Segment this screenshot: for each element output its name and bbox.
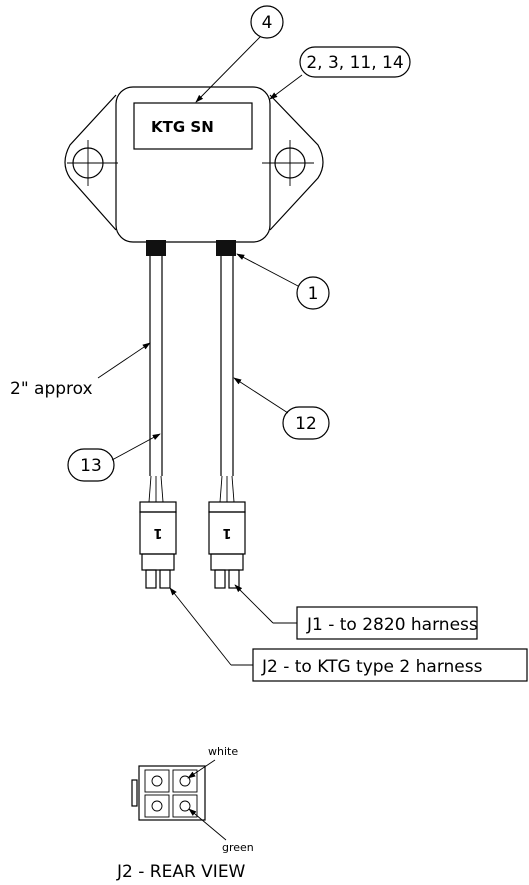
connector-j2-pin-mark: 1 <box>153 525 162 540</box>
cable-left <box>148 256 164 503</box>
serial-label-box <box>133 102 253 150</box>
connector-j1: 1 <box>208 501 246 589</box>
rear-view-title: J2 - REAR VIEW <box>116 862 246 882</box>
j2-label: J2 - to KTG type 2 harness <box>261 657 483 677</box>
mount-hole-left <box>67 140 118 186</box>
rear-view-pin-grid <box>144 769 198 818</box>
connector-j1-pin-mark: 1 <box>222 525 231 540</box>
mounting-flange-left <box>64 94 117 231</box>
grommet-right <box>216 240 236 256</box>
callout-12: 12 <box>233 377 330 440</box>
svg-text:2" approx: 2" approx <box>10 379 93 399</box>
mount-hole-right <box>262 140 314 186</box>
wire-color-white: white <box>208 745 238 758</box>
connector-j2: 1 <box>139 501 177 589</box>
callout-4: 4 <box>195 5 284 103</box>
callout-2-3-11-14: 2, 3, 11, 14 <box>269 46 411 100</box>
svg-text:13: 13 <box>80 456 102 476</box>
j1-label: J1 - to 2820 harness <box>306 615 478 635</box>
svg-text:4: 4 <box>262 13 273 33</box>
mounting-flange-right <box>269 94 324 231</box>
cable-right <box>219 256 235 503</box>
svg-text:12: 12 <box>295 414 317 434</box>
grommet-left <box>146 240 166 256</box>
j2-destination: J2 - to KTG type 2 harness <box>169 587 528 682</box>
callout-1: 1 <box>236 253 330 310</box>
serial-label-text: KTG SN <box>151 118 214 136</box>
wire-color-green: green <box>222 841 254 854</box>
svg-text:1: 1 <box>308 284 319 304</box>
j2-rear-view: white green J2 - REAR VIEW <box>116 745 254 882</box>
j1-destination: J1 - to 2820 harness <box>234 584 478 640</box>
length-note: 2" approx <box>10 342 151 399</box>
callout-13: 13 <box>67 433 161 482</box>
svg-text:2, 3, 11, 14: 2, 3, 11, 14 <box>306 53 403 73</box>
module-assembly: KTG SN <box>64 86 324 243</box>
module-body <box>115 86 271 243</box>
